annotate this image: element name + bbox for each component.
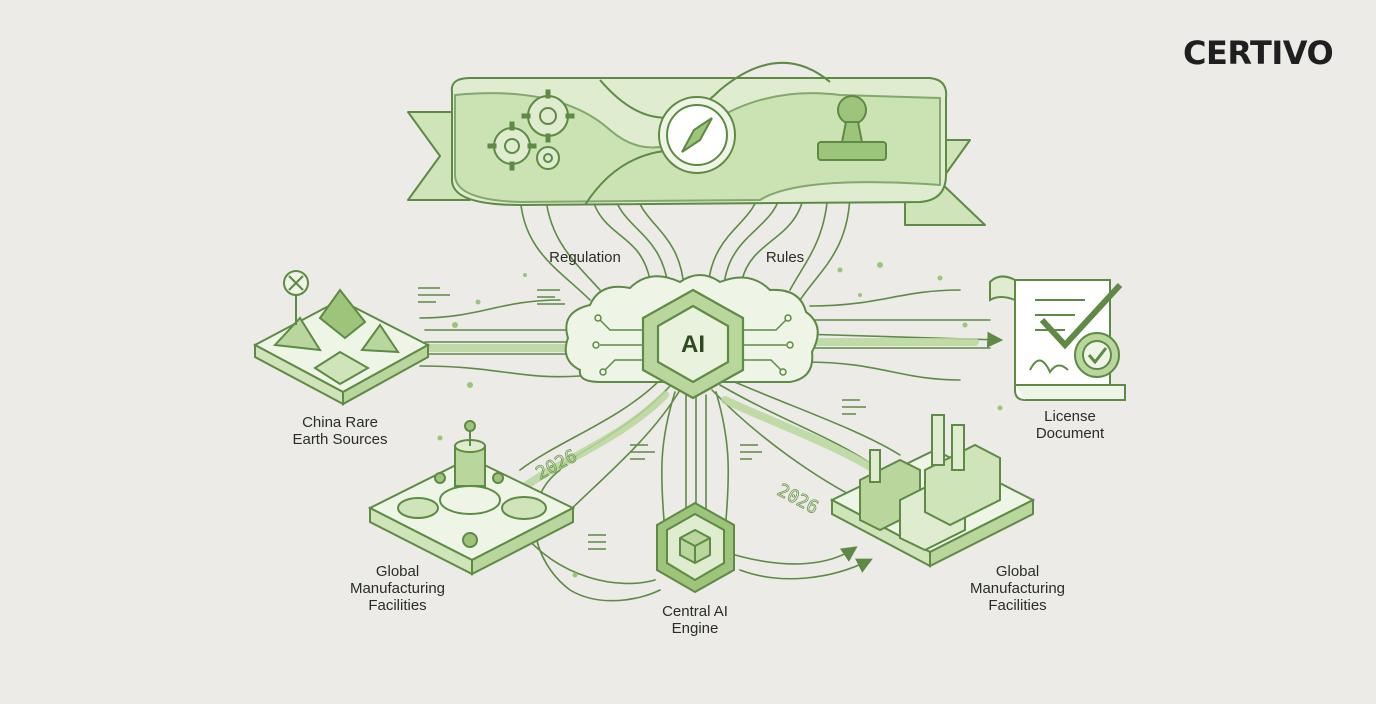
label-central-ai-engine: Central AI Engine [662,603,728,637]
pickaxe-icon [283,270,309,325]
circuit-traces-icon [592,314,794,376]
ai-badge-text: AI [681,331,705,358]
license-document-icon [989,275,1126,401]
label-rules: Rules [765,249,805,266]
compass-icon [658,96,736,174]
year-mark-left: 2026 [532,446,580,485]
factory-platform [829,414,1036,568]
engine-cube-icon [656,501,735,594]
year-mark-right: 2026 [774,480,822,519]
label-china-sources: China Rare Earth Sources [292,414,388,448]
particle-dots [437,262,1003,578]
label-license-document: License Document [1035,408,1105,442]
gears-icon [487,89,575,171]
left-facility-platform [367,420,576,576]
ai-chip-icon: AI [641,288,745,400]
label-global-manufacturing-left: Global Manufacturing Facilities [349,563,446,614]
label-regulation: Regulation [549,249,621,266]
certivo-logo: CERTIVO [1183,34,1334,72]
label-global-manufacturing-right: Global Manufacturing Facilities [969,563,1066,614]
code-snippets-icon [418,287,866,550]
stamp-icon [817,95,887,161]
mining-platform [252,288,431,406]
